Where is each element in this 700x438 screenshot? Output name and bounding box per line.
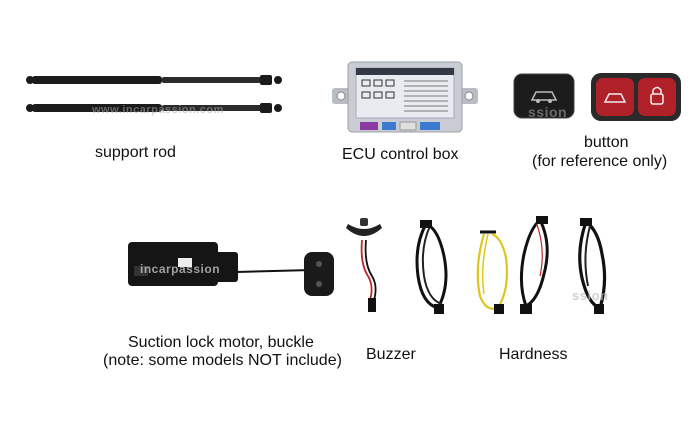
support-rod-image	[22, 66, 290, 126]
support-rod-label: support rod	[95, 144, 176, 161]
suction-lock-label-line2: (note: some models NOT include)	[103, 352, 342, 369]
button-red-pair-image	[590, 72, 682, 122]
harness-black-2-image	[512, 214, 562, 318]
watermark-fragment: ssion	[528, 104, 568, 120]
buzzer-label: Buzzer	[366, 346, 416, 363]
hardness-label: Hardness	[499, 346, 568, 363]
support-rod-lower	[26, 103, 282, 113]
ecu-control-box-label: ECU control box	[342, 146, 459, 163]
button-label-line1: button	[584, 134, 629, 151]
watermark-short: incarpassion	[140, 262, 221, 276]
support-rod-upper	[26, 75, 282, 85]
suction-lock-label-line1: Suction lock motor, buckle	[128, 334, 314, 351]
ecu-control-box-image	[330, 58, 480, 138]
harness-black-1-image	[408, 216, 458, 316]
button-label-line2: (for reference only)	[532, 153, 668, 170]
watermark-text: www.incarpassion.com	[92, 104, 224, 116]
button-black-image	[512, 72, 576, 120]
buzzer-image	[340, 214, 390, 314]
watermark-harness: ssion	[572, 288, 609, 303]
suction-lock-motor-image	[124, 236, 346, 306]
harness-yellow-image	[470, 218, 520, 318]
harness-black-3-image	[572, 216, 612, 316]
